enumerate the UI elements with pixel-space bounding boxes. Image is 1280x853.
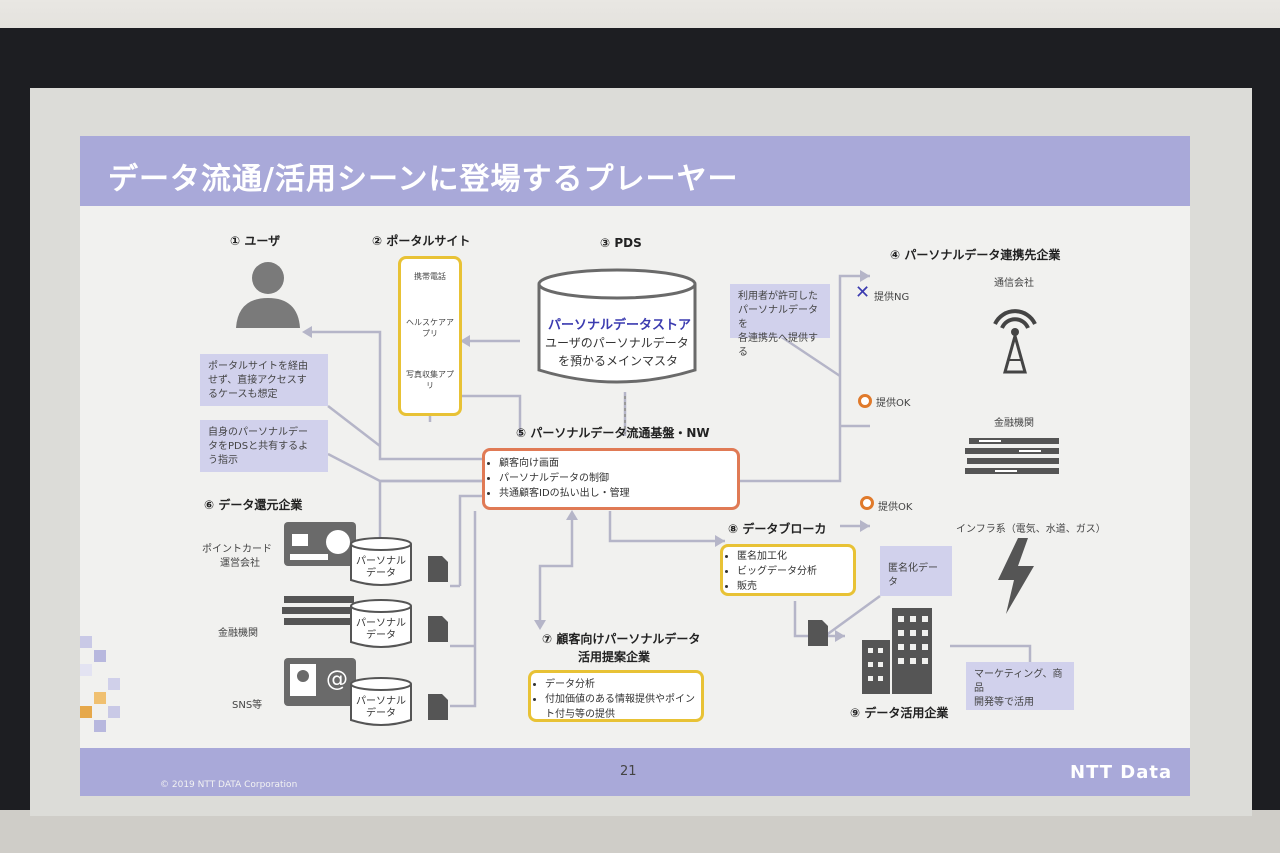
- db-label-line2: データ: [366, 568, 396, 579]
- personal-db-icon-2: [350, 599, 412, 648]
- proposal-box: データ分析 付加価値のある情報提供やポイント付与等の提供: [528, 670, 704, 722]
- marketing-line1: マーケティング、商品: [974, 669, 1063, 694]
- personal-db-label-2: パーソナルデータ: [352, 618, 410, 642]
- point-card-line2: 運営会社: [220, 558, 260, 569]
- portal-bypass-line2: せず、直接アクセスす: [208, 375, 307, 386]
- personal-db-label-1: パーソナルデータ: [352, 556, 410, 580]
- share-pds-line2: タをPDSと共有するよ: [208, 441, 309, 452]
- portal-app-mobile: 携帯電話: [414, 272, 446, 281]
- ok-ring-icon-2: [860, 496, 874, 510]
- pds-store-title: パーソナルデータストア: [548, 318, 692, 333]
- lightning-icon: [998, 538, 1034, 614]
- document-icon-2: [428, 616, 448, 642]
- title-bar: データ流通/活用シーンに登場するプレーヤー: [80, 136, 1190, 206]
- consent-note-line3: 各連携先へ提供する: [738, 333, 818, 358]
- slide: データ流通/活用シーンに登場するプレーヤー: [80, 136, 1190, 796]
- pds-store-line1: ユーザのパーソナルデータ: [545, 336, 689, 350]
- svg-text:@: @: [326, 667, 348, 692]
- source-sns-label: SNS等: [232, 700, 263, 711]
- provide-ok-label-1: 提供OK: [876, 398, 911, 409]
- consent-note-line1: 利用者が許可した: [738, 291, 818, 302]
- marketing-note: マーケティング、商品 開発等で活用: [966, 662, 1074, 710]
- share-pds-line3: う指示: [208, 455, 238, 466]
- platform-box: 顧客向け画面 パーソナルデータの制御 共通顧客IDの払い出し・管理: [482, 448, 740, 510]
- proposal-item: 付加価値のある情報提供やポイント付与等の提供: [545, 692, 701, 722]
- antenna-icon: [993, 309, 1037, 374]
- page-number: 21: [620, 764, 637, 779]
- mosaic-decoration: [80, 636, 120, 732]
- platform-item: 共通顧客IDの払い出し・管理: [499, 486, 737, 501]
- money-stack-icon-source: [282, 596, 354, 625]
- proposal-heading-line1: ⑦ 顧客向けパーソナルデータ: [542, 632, 701, 646]
- source-heading: ⑥ データ還元企業: [204, 498, 303, 512]
- db-label-line1: パーソナル: [356, 696, 406, 707]
- portal-bypass-note: ポータルサイトを経由 せず、直接アクセスす るケースも想定: [200, 354, 328, 406]
- portal-bypass-line3: るケースも想定: [208, 389, 278, 400]
- user-heading: ① ユーザ: [230, 234, 281, 248]
- db-label-line2: データ: [366, 708, 396, 719]
- provide-ok-label-2: 提供OK: [878, 502, 913, 513]
- marketing-line2: 開発等で活用: [974, 697, 1034, 708]
- anonymized-data-note: 匿名化データ: [880, 546, 952, 596]
- connector-lines: [302, 270, 1032, 708]
- pds-store-line2: を預かるメインマスタ: [558, 354, 679, 368]
- sns-profile-icon: @: [284, 658, 356, 706]
- utilizer-heading: ⑨ データ活用企業: [850, 706, 949, 720]
- projector-screen: データ流通/活用シーンに登場するプレーヤー: [30, 88, 1252, 816]
- source-finance-label: 金融機関: [218, 628, 258, 639]
- broker-heading: ⑧ データブローカ: [728, 522, 827, 536]
- consent-note-line2: パーソナルデータを: [738, 305, 818, 330]
- slide-footer: © 2019 NTT DATA Corporation 21 NTT Data: [80, 748, 1190, 796]
- portal-bypass-line1: ポータルサイトを経由: [208, 361, 308, 372]
- personal-db-label-3: パーソナルデータ: [352, 696, 410, 720]
- db-label-line2: データ: [366, 630, 396, 641]
- ok-ring-icon-1: [858, 394, 872, 408]
- portal-app-photo: 写真収集アプリ: [406, 370, 454, 390]
- db-label-line1: パーソナル: [356, 556, 406, 567]
- personal-db-icon-1: [350, 537, 412, 586]
- portal-heading: ② ポータルサイト: [372, 234, 471, 248]
- broker-box: 匿名加工化 ビッグデータ分析 販売: [720, 544, 856, 596]
- point-card-icon: [284, 522, 356, 566]
- finance-partner-label: 金融機関: [994, 418, 1034, 429]
- broker-item: ビッグデータ分析: [737, 564, 853, 579]
- consent-note: 利用者が許可した パーソナルデータを 各連携先へ提供する: [730, 284, 830, 358]
- platform-list: 顧客向け画面 パーソナルデータの制御 共通顧客IDの払い出し・管理: [485, 456, 737, 501]
- pds-heading: ③ PDS: [600, 236, 642, 250]
- telecom-label: 通信会社: [994, 278, 1034, 289]
- point-card-line1: ポイントカード: [202, 544, 272, 555]
- document-icon-3: [428, 694, 448, 720]
- broker-list: 匿名加工化 ビッグデータ分析 販売: [723, 549, 853, 594]
- platform-heading: ⑤ パーソナルデータ流通基盤・NW: [516, 426, 710, 440]
- partner-heading: ④ パーソナルデータ連携先企業: [890, 248, 1061, 262]
- db-label-line1: パーソナル: [356, 618, 406, 629]
- money-stack-icon: [965, 438, 1059, 474]
- ntt-data-logo: NTT Data: [1070, 762, 1173, 783]
- proposal-list: データ分析 付加価値のある情報提供やポイント付与等の提供: [531, 677, 701, 722]
- slide-title: データ流通/活用シーンに登場するプレーヤー: [108, 162, 739, 197]
- broker-item: 販売: [737, 579, 853, 594]
- infra-label: インフラ系（電気、水道、ガス）: [956, 524, 1106, 535]
- platform-item: 顧客向け画面: [499, 456, 737, 471]
- broker-item: 匿名加工化: [737, 549, 853, 564]
- document-icon-1: [428, 556, 448, 582]
- share-pds-note: 自身のパーソナルデー タをPDSと共有するよ う指示: [200, 420, 328, 472]
- room-wall-bottom: [0, 810, 1280, 853]
- share-pds-line1: 自身のパーソナルデー: [208, 427, 308, 438]
- portal-app-health: ヘルスケアアプリ: [406, 318, 454, 338]
- building-icon: [862, 608, 932, 694]
- copyright-text: © 2019 NTT DATA Corporation: [160, 780, 298, 790]
- pds-database-icon: [537, 268, 697, 384]
- ng-x-icon: ✕: [855, 282, 871, 303]
- provide-ng-label: 提供NG: [874, 292, 910, 303]
- platform-item: パーソナルデータの制御: [499, 471, 737, 486]
- portal-site-box: 携帯電話 ヘルスケアアプリ 写真収集アプリ: [398, 256, 462, 416]
- personal-db-icon-3: [350, 677, 412, 726]
- user-silhouette-icon: [236, 262, 300, 328]
- proposal-item: データ分析: [545, 677, 701, 692]
- proposal-heading-line2: 活用提案企業: [578, 650, 651, 664]
- document-icon-broker: [808, 620, 828, 646]
